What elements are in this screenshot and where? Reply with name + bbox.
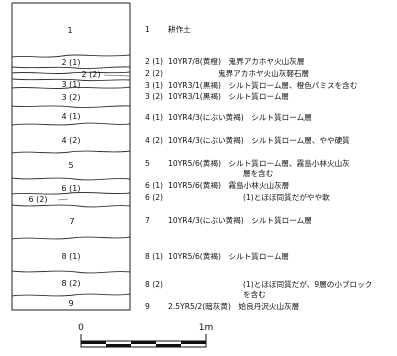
legend-desc-8-1: 10YR5/6(黄褐) シルト質ローム層	[168, 251, 289, 261]
legend-desc-3-2: 10YR3/1(黒褐) シルト質ローム層	[168, 91, 289, 101]
boundary-3b	[11, 86, 131, 90]
leader-6-2	[57, 198, 69, 201]
legend-num-4-1: 4 (1)	[145, 113, 163, 122]
layer-label-8-2: 8 (2)	[62, 279, 81, 288]
layer-label-8-1: 8 (1)	[62, 252, 81, 261]
legend-desc-6-2: (1)とほぼ同質だがやや軟	[243, 192, 330, 202]
layer-label-3-1: 3 (1)	[62, 80, 81, 89]
boundary-5-6	[11, 177, 131, 181]
legend-item-8-2: 8 (2) (1)とほぼ同質だが、9層の小ブロック を含む	[145, 279, 372, 299]
layer-labels: 1 2 (1) 2 (2) 3 (1) 3 (2) 4 (1) 4 (2) 5 …	[29, 26, 101, 308]
layer-boundaries	[11, 54, 131, 297]
boundary-8-9	[11, 293, 131, 297]
legend-item-6-1: 6 (1) 10YR5/6(黄褐) 霧島小林火山灰層	[145, 180, 289, 190]
layer-label-3-2: 3 (2)	[62, 93, 81, 102]
legend-num-2-1: 2 (1)	[145, 57, 163, 66]
legend-num-6-1: 6 (1)	[145, 181, 163, 190]
layer-label-2-1: 2 (1)	[62, 58, 81, 67]
legend-desc-4-1: 10YR4/3(にぶい黄褐) シルト質ローム層	[168, 112, 312, 122]
layer-label-5: 5	[68, 161, 73, 170]
layer-label-7: 7	[69, 217, 74, 226]
legend: 1 耕作土 2 (1) 10YR7/8(黄橙) 鬼界アカホヤ火山灰層 2 (2)…	[145, 24, 372, 311]
layer-label-6-2: 6 (2)	[29, 195, 48, 204]
boundary-2b	[11, 71, 131, 75]
legend-desc-3-1: 10YR3/1(黒褐) シルト質ローム層、橙色パミスを含む	[168, 80, 357, 90]
legend-item-6-2: 6 (2) (1)とほぼ同質だがやや軟	[145, 192, 330, 202]
layer-label-1: 1	[67, 26, 72, 35]
legend-desc-8-2-line-1: (1)とほぼ同質だが、9層の小ブロック	[243, 279, 372, 289]
boundary-6a	[11, 191, 131, 195]
legend-item-3-1: 3 (1) 10YR3/1(黒褐) シルト質ローム層、橙色パミスを含む	[145, 80, 357, 90]
boundary-3-4	[11, 105, 131, 108]
layer-label-6-1: 6 (1)	[62, 184, 81, 193]
legend-num-7: 7	[145, 216, 150, 225]
legend-desc-8-2-line-2: を含む	[243, 289, 266, 299]
legend-desc-6-1: 10YR5/6(黄褐) 霧島小林火山灰層	[168, 180, 289, 190]
scale-label-start: 0	[78, 323, 84, 333]
legend-num-4-2: 4 (2)	[145, 136, 163, 145]
legend-num-2-2: 2 (2)	[145, 69, 163, 78]
boundary-1-2	[11, 54, 131, 58]
layer-label-4-2: 4 (2)	[62, 136, 81, 145]
legend-num-5: 5	[145, 159, 150, 168]
legend-desc-5-line-1: 10YR5/6(黄褐) シルト質ローム層、霧島小林火山灰	[168, 158, 350, 168]
boundary-6-7	[11, 204, 131, 208]
boundary-2a	[11, 66, 131, 69]
boundary-7-8	[11, 236, 131, 240]
scale-bar: 0 1m	[78, 323, 214, 348]
legend-num-8-1: 8 (1)	[145, 252, 163, 261]
scale-segment-4	[156, 344, 181, 347]
legend-desc-4-2: 10YR4/3(にぶい黄褐) シルト質ローム層、やや硬質	[168, 135, 350, 145]
legend-item-2-1: 2 (1) 10YR7/8(黄橙) 鬼界アカホヤ火山灰層	[145, 56, 304, 66]
legend-item-2-2: 2 (2) 鬼界アカホヤ火山灰軽石層	[145, 68, 309, 78]
legend-num-1: 1	[145, 25, 150, 34]
boundary-4a	[11, 122, 131, 126]
legend-item-3-2: 3 (2) 10YR3/1(黒褐) シルト質ローム層	[145, 91, 289, 101]
boundary-8a	[11, 270, 131, 274]
legend-num-8-2: 8 (2)	[145, 280, 163, 289]
legend-desc-5-line-2: 層を含む	[243, 168, 273, 178]
legend-num-3-1: 3 (1)	[145, 81, 163, 90]
legend-num-9: 9	[145, 302, 150, 311]
legend-desc-7: 10YR4/3(にぶい黄褐) シルト質ローム層	[168, 215, 312, 225]
legend-desc-9: 2.5YR5/2(暗灰黄) 姶良丹沢火山灰層	[168, 301, 299, 311]
legend-item-9: 9 2.5YR5/2(暗灰黄) 姶良丹沢火山灰層	[145, 301, 299, 311]
legend-item-4-2: 4 (2) 10YR4/3(にぶい黄褐) シルト質ローム層、やや硬質	[145, 135, 350, 145]
legend-num-6-2: 6 (2)	[145, 193, 163, 202]
legend-desc-1: 耕作土	[168, 24, 191, 34]
boundary-3a	[11, 78, 131, 82]
layer-label-4-1: 4 (1)	[62, 112, 81, 121]
leader-2-2	[103, 74, 131, 77]
legend-item-5: 5 10YR5/6(黄褐) シルト質ローム層、霧島小林火山灰 層を含む	[145, 158, 350, 178]
legend-item-4-1: 4 (1) 10YR4/3(にぶい黄褐) シルト質ローム層	[145, 112, 312, 122]
legend-item-7: 7 10YR4/3(にぶい黄褐) シルト質ローム層	[145, 215, 312, 225]
scale-label-end: 1m	[199, 323, 214, 333]
boundary-4-5	[11, 150, 131, 154]
scale-segment-5	[181, 341, 206, 344]
profile-column-border	[11, 2, 131, 311]
layer-label-2-2: 2 (2)	[82, 70, 101, 79]
legend-desc-2-2: 鬼界アカホヤ火山灰軽石層	[218, 68, 309, 78]
scale-segment-2	[106, 344, 131, 347]
leader-lines	[57, 74, 131, 201]
layer-label-9: 9	[68, 299, 73, 308]
scale-segment-3	[131, 341, 156, 344]
legend-item-8-1: 8 (1) 10YR5/6(黄褐) シルト質ローム層	[145, 251, 289, 261]
legend-num-3-2: 3 (2)	[145, 92, 163, 101]
legend-item-1: 1 耕作土	[145, 24, 191, 34]
scale-segment-1	[81, 341, 106, 344]
legend-desc-2-1: 10YR7/8(黄橙) 鬼界アカホヤ火山灰層	[168, 56, 304, 66]
